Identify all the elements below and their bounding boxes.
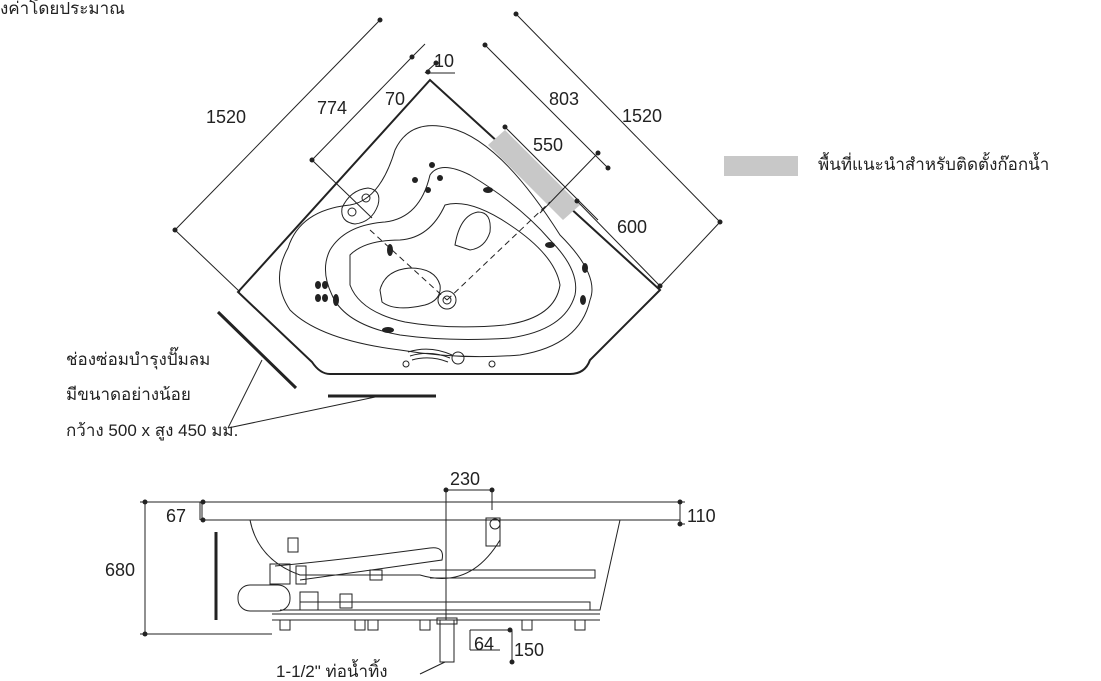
access-note-line1: ช่องซ่อมบำรุงปั๊มลม xyxy=(66,346,210,370)
pump-fitting xyxy=(269,563,291,585)
jet xyxy=(382,327,394,333)
jet xyxy=(322,294,328,302)
centerline-1 xyxy=(369,229,448,301)
dim-outer-right: 1520 xyxy=(622,106,662,126)
drain-center-icon xyxy=(442,295,452,305)
overflow-icon xyxy=(489,518,501,530)
headrest-recess xyxy=(379,267,441,309)
jet xyxy=(483,187,493,193)
jet xyxy=(315,294,321,302)
feet xyxy=(279,619,586,631)
tub-base xyxy=(280,519,621,611)
valve-fitting-2 xyxy=(339,593,353,609)
legend-label: พื้นที่แนะนำสำหรับติดตั้งก๊อกน้ำ xyxy=(818,152,1049,174)
pipe-right xyxy=(430,569,596,579)
centerline-2 xyxy=(446,201,551,301)
jet xyxy=(580,295,586,305)
tub-basin-inner xyxy=(325,167,577,340)
dim-150: 150 xyxy=(514,640,544,660)
dim-faucet-length: 550 xyxy=(533,135,563,155)
front-grille xyxy=(402,348,496,368)
drain-pipe xyxy=(439,619,455,663)
jet xyxy=(429,162,435,168)
access-note-line2: มีขนาดอย่างน้อย xyxy=(66,385,191,404)
tub-outline xyxy=(236,78,662,375)
jet xyxy=(333,294,339,306)
access-leader-1 xyxy=(227,359,263,429)
control-button-2 xyxy=(361,193,371,203)
jet xyxy=(412,177,418,183)
top-caption: งค่าโดยประมาณ xyxy=(0,0,125,18)
side-fitting xyxy=(287,537,299,553)
jet xyxy=(322,281,328,289)
control-pod xyxy=(341,187,380,225)
access-panel-left xyxy=(216,310,298,390)
dim-inner-right: 803 xyxy=(549,89,579,109)
access-leader-2 xyxy=(227,395,381,429)
access-note-line3: กว้าง 500 x สูง 450 มม. xyxy=(66,421,238,441)
pump-fitting-2 xyxy=(295,565,307,585)
dim-faucet-depth: 600 xyxy=(617,217,647,237)
dim-inner-left: 774 xyxy=(317,98,347,118)
jets xyxy=(315,162,588,333)
drain-icon xyxy=(437,290,457,310)
side-view: 230 67 680 110 64 150 1-1/2" ท่อน้ำทิ้ง xyxy=(105,469,716,681)
side-dimension-lines xyxy=(140,487,685,675)
dim-230: 230 xyxy=(450,469,480,489)
tub-basin-floor xyxy=(349,203,561,328)
jet xyxy=(425,187,431,193)
jet xyxy=(582,263,588,273)
dim-outer-left: 1520 xyxy=(206,107,246,127)
dim-64: 64 xyxy=(474,634,494,654)
dim-offset-10: 10 xyxy=(434,51,454,71)
jet xyxy=(437,175,443,181)
valve-fitting xyxy=(299,591,319,611)
jet xyxy=(315,281,321,289)
jet xyxy=(545,242,555,248)
drain-flange xyxy=(436,617,458,625)
overflow-fitting xyxy=(485,517,501,547)
dim-680: 680 xyxy=(105,560,135,580)
dim-110: 110 xyxy=(687,506,716,526)
control-button-1 xyxy=(347,207,357,217)
tub-rim xyxy=(201,501,681,521)
legend-swatch xyxy=(724,156,798,176)
dim-offset-70: 70 xyxy=(385,89,405,109)
dim-67: 67 xyxy=(166,506,186,526)
plan-view: 1520 774 10 70 803 1520 550 600 ช่องซ่อม… xyxy=(66,11,1049,441)
plan-dimension-lines xyxy=(172,11,723,293)
drain-label: 1-1/2" ท่อน้ำทิ้ง xyxy=(276,659,388,681)
tub-basin-outer xyxy=(279,125,593,358)
pump-motor xyxy=(237,584,291,612)
pipe-lower xyxy=(300,601,591,611)
armrest-recess xyxy=(454,211,491,251)
faucet-area xyxy=(488,130,580,220)
pipe-upper xyxy=(274,547,443,581)
mount-fitting xyxy=(369,569,383,581)
tub-shell xyxy=(249,519,501,579)
